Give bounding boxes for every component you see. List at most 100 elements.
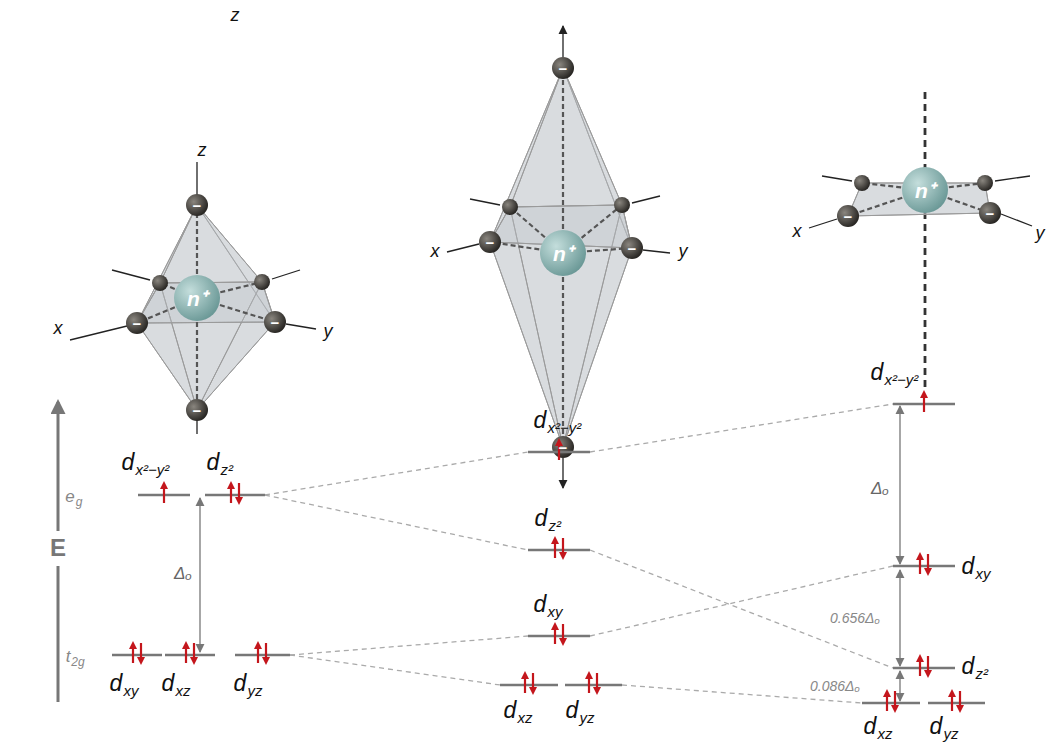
axis-line bbox=[196, 162, 197, 196]
orbital-label: d bbox=[930, 715, 943, 738]
electron-arrow bbox=[924, 656, 932, 678]
axis-line bbox=[470, 199, 500, 205]
ligand-ball bbox=[854, 175, 870, 191]
charge-sign: − bbox=[486, 235, 495, 250]
orbital-label: d bbox=[871, 361, 884, 384]
energy-level bbox=[893, 565, 955, 568]
energy-level bbox=[928, 702, 985, 705]
correlation-line bbox=[290, 636, 528, 655]
correlation-line bbox=[590, 404, 893, 452]
orbital-subscript: yz bbox=[247, 683, 262, 698]
octahedron-face bbox=[490, 68, 632, 248]
electron-arrow bbox=[160, 481, 168, 503]
electron-arrow bbox=[551, 536, 559, 558]
energy-level bbox=[235, 654, 290, 657]
electron-arrow bbox=[920, 390, 928, 412]
ligand-ball bbox=[186, 194, 208, 216]
orbital-subscript: xy bbox=[123, 683, 138, 698]
orbital-label: d bbox=[534, 593, 547, 616]
electron-arrow bbox=[129, 641, 137, 663]
splitting-arrow bbox=[899, 671, 900, 701]
axis-label: x bbox=[431, 242, 440, 260]
axis-line bbox=[562, 253, 564, 447]
symmetry-subscript: g bbox=[76, 496, 83, 508]
orbital-subscript: z² bbox=[548, 518, 561, 533]
octahedron-face bbox=[510, 68, 622, 207]
orbital-subscript: yz bbox=[579, 710, 594, 725]
charge-sign: − bbox=[133, 316, 142, 331]
energy-label: E bbox=[50, 536, 66, 560]
ligand-ball bbox=[614, 197, 630, 213]
orbital-subscript: yz bbox=[943, 726, 958, 741]
energy-level bbox=[500, 684, 558, 687]
axis-line bbox=[924, 92, 927, 392]
orbital-label: d bbox=[962, 655, 975, 678]
charge-sign: − bbox=[193, 198, 202, 213]
axis-line bbox=[995, 176, 1030, 181]
correlation-line bbox=[265, 452, 528, 495]
axis-line bbox=[809, 219, 837, 228]
axis-label: z bbox=[198, 141, 207, 159]
ligand-ball bbox=[502, 199, 518, 215]
symmetry-subscript: 2g bbox=[71, 656, 84, 668]
symmetry-label: t bbox=[66, 648, 71, 665]
correlation-line bbox=[290, 655, 500, 685]
electron-arrow bbox=[182, 641, 190, 663]
electron-arrow bbox=[190, 643, 198, 665]
electron-arrow bbox=[883, 689, 891, 711]
orbital-label: d bbox=[864, 715, 877, 738]
ligand-ball bbox=[186, 399, 208, 421]
symmetry-label: e bbox=[65, 488, 74, 505]
orbital-subscript: xz bbox=[175, 683, 190, 698]
axis-line bbox=[447, 244, 479, 252]
axis-line bbox=[57, 402, 60, 531]
ion-label: n⁺ bbox=[187, 288, 207, 309]
orbital-subscript: xz bbox=[877, 726, 892, 741]
axis-line bbox=[57, 566, 60, 702]
splitting-arrow bbox=[899, 406, 900, 564]
splitting-arrow bbox=[199, 498, 200, 652]
charge-sign: − bbox=[628, 241, 637, 256]
ligand-ball bbox=[977, 175, 993, 191]
ligand-ball bbox=[552, 436, 574, 458]
axis-label: z bbox=[231, 6, 240, 24]
ion-label: n⁺ bbox=[915, 180, 935, 201]
energy-level bbox=[528, 635, 590, 638]
ligand-ball bbox=[837, 205, 859, 227]
metal-ion bbox=[174, 275, 220, 321]
charge-sign: − bbox=[559, 440, 568, 455]
axis-line bbox=[1001, 214, 1032, 226]
orbital-label: d bbox=[566, 699, 579, 722]
axis-label: y bbox=[679, 242, 688, 260]
ligand-ball bbox=[979, 202, 1001, 224]
electron-arrow bbox=[585, 671, 593, 693]
charge-sign: − bbox=[986, 206, 995, 221]
correlation-line bbox=[265, 495, 528, 550]
orbital-label: d bbox=[534, 409, 547, 432]
orbital-label: d bbox=[162, 672, 175, 695]
electron-arrow bbox=[916, 654, 924, 676]
orbital-label: d bbox=[535, 507, 548, 530]
ligand-ball bbox=[479, 231, 501, 253]
ligand-ball bbox=[552, 57, 574, 79]
axis-label: y bbox=[1036, 224, 1045, 242]
axis-label: x bbox=[793, 222, 802, 240]
octahedron-face bbox=[137, 205, 275, 323]
metal-ion bbox=[540, 230, 586, 276]
electron-arrow bbox=[956, 691, 964, 713]
correlation-line bbox=[590, 566, 893, 636]
electron-arrow bbox=[254, 641, 262, 663]
ligand-ball bbox=[126, 312, 148, 334]
electron-arrow bbox=[235, 483, 243, 505]
metal-ion bbox=[902, 167, 948, 213]
electron-arrow bbox=[559, 624, 567, 646]
energy-level bbox=[893, 667, 955, 670]
splitting-label: 0.656Δₒ bbox=[830, 611, 880, 625]
electron-arrow bbox=[916, 552, 924, 574]
orbital-subscript: xy bbox=[975, 566, 990, 581]
orbital-subscript: xy bbox=[547, 604, 562, 619]
electron-arrow bbox=[593, 673, 601, 695]
ligand-ball bbox=[264, 311, 286, 333]
axis-line bbox=[196, 420, 197, 434]
